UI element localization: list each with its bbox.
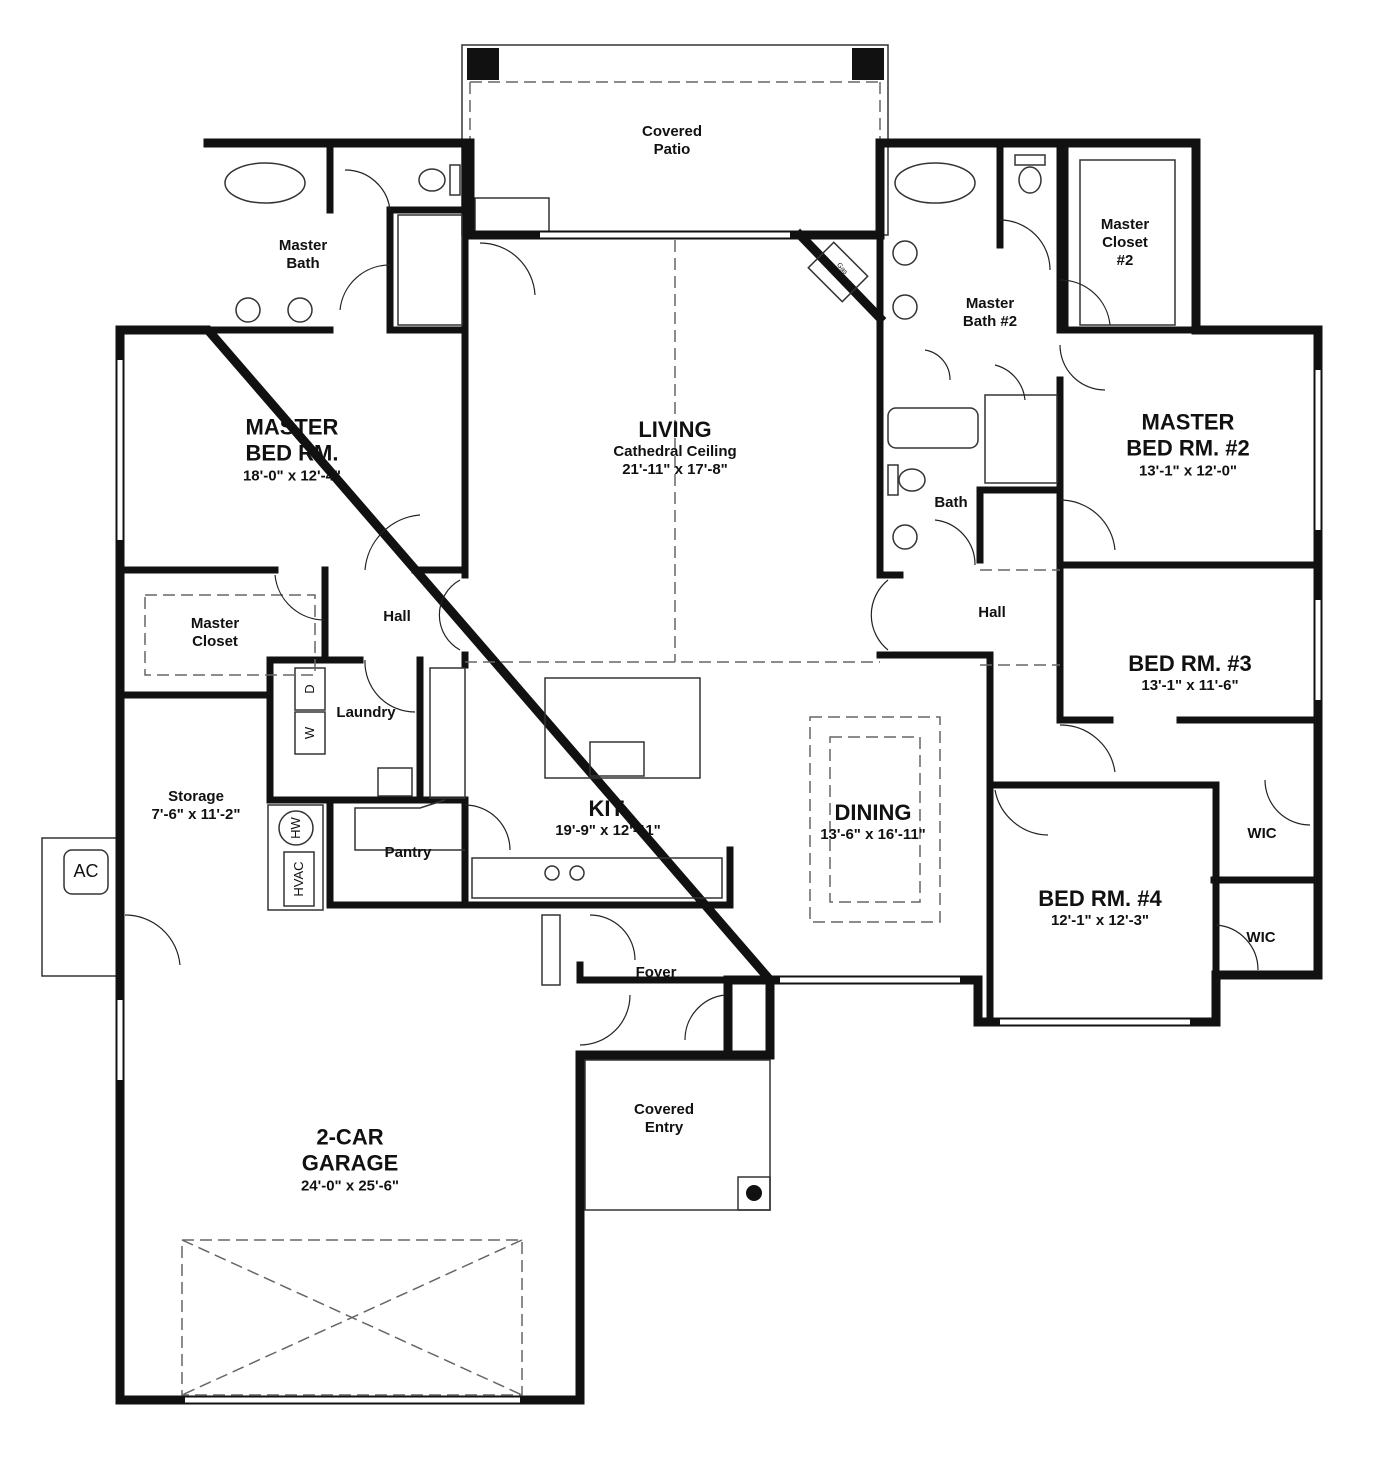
- room-name: MASTER BED RM. #2: [1126, 409, 1250, 461]
- kitchen-label: KIT.19'-9" x 12'-11": [555, 796, 661, 840]
- hvac-unit: [283, 851, 315, 907]
- room-dims: 13'-6" x 16'-11": [820, 826, 926, 844]
- foyer-label: Foyer: [635, 964, 677, 981]
- room-dims: 24'-0" x 25'-6": [300, 1177, 400, 1195]
- washer: [294, 711, 326, 755]
- kitchen-island: [544, 677, 701, 779]
- hall-left-label: Hall: [383, 608, 411, 625]
- master-closet-label: Master Closet: [190, 615, 240, 650]
- kitchen-sink: [589, 741, 645, 777]
- hvac-label: HVAC: [291, 861, 307, 897]
- room-dims: 13'-1" x 12'-0": [1138, 462, 1238, 480]
- closet-shelf: [144, 594, 316, 676]
- room-name: BED RM. #3: [1128, 650, 1252, 676]
- windows: [117, 200, 1321, 1403]
- dryer: [294, 667, 326, 711]
- kitchen-counter: [429, 667, 466, 799]
- sinks: [235, 240, 918, 550]
- patio-column: [852, 48, 884, 80]
- water-heater: [278, 810, 314, 846]
- washer-label: W: [302, 726, 318, 740]
- master-bath-label: Master Bath: [278, 237, 328, 272]
- room-name: 2-CAR GARAGE: [301, 1124, 399, 1176]
- fireplace-wall: [793, 228, 887, 325]
- ac-unit: [63, 849, 109, 895]
- room-name: DINING: [834, 799, 912, 825]
- bath-label: Bath: [934, 494, 968, 511]
- shower: [984, 394, 1058, 484]
- master-closet-2-label: Master Closet #2: [1100, 216, 1150, 269]
- pantry-shelf: [354, 799, 465, 851]
- fireplace: [807, 241, 869, 303]
- closet-shelf: [1079, 159, 1176, 326]
- master-bed-label: MASTER BED RM.18'-0" x 12'-4": [243, 415, 341, 486]
- garage-door[interactable]: [181, 1239, 523, 1396]
- entry-column: [746, 1185, 762, 1201]
- dryer-label: D: [302, 684, 318, 694]
- bathtub: [887, 407, 979, 449]
- ac-pad: [41, 837, 119, 977]
- room-name: LIVING: [638, 416, 712, 442]
- covered-entry-outline: [584, 1059, 771, 1211]
- room-dims: 18'-0" x 12'-4": [242, 467, 342, 485]
- room-dims: 7'-6" x 11'-2": [151, 806, 241, 823]
- room-dims: 21'-11" x 17'-8": [622, 461, 728, 479]
- patio-column: [467, 48, 499, 80]
- room-name: MASTER BED RM.: [245, 414, 339, 466]
- wic-1-label: WIC: [1247, 825, 1277, 842]
- shower: [397, 214, 463, 326]
- dining-tray-ceiling: [809, 716, 941, 923]
- room-dims: 19'-9" x 12'-11": [555, 822, 661, 840]
- hall-right-label: Hall: [978, 604, 1006, 621]
- cooktop-burner: [569, 865, 585, 881]
- bathtub: [224, 162, 306, 204]
- room-name: Storage: [168, 788, 224, 805]
- room-dims: 13'-1" x 11'-6": [1141, 677, 1239, 695]
- cooktop-burner: [544, 865, 560, 881]
- bathtub: [894, 162, 976, 204]
- water-heater-label: HW: [288, 817, 304, 839]
- kitchen-counter: [471, 857, 723, 899]
- room-name: KIT.: [588, 795, 628, 821]
- interior-walls: [116, 139, 1322, 1026]
- room-note: Cathedral Ceiling: [613, 443, 737, 461]
- ac-label: AC: [73, 861, 99, 882]
- pantry-label: Pantry: [384, 844, 432, 861]
- master-bath-2-label: Master Bath #2: [962, 295, 1018, 330]
- covered-patio-label: Covered Patio: [641, 123, 703, 158]
- covered-entry-label: Covered Entry: [633, 1101, 695, 1136]
- laundry-label: Laundry: [336, 704, 396, 721]
- room-name: BED RM. #4: [1038, 885, 1162, 911]
- door-swings[interactable]: [124, 169, 1311, 1046]
- wic-2-label: WIC: [1246, 929, 1276, 946]
- ceiling-lines: [465, 240, 1060, 666]
- room-dims: 12'-1" x 12'-3": [1050, 912, 1150, 930]
- laundry-sink: [377, 767, 413, 797]
- toilets: [418, 154, 1046, 496]
